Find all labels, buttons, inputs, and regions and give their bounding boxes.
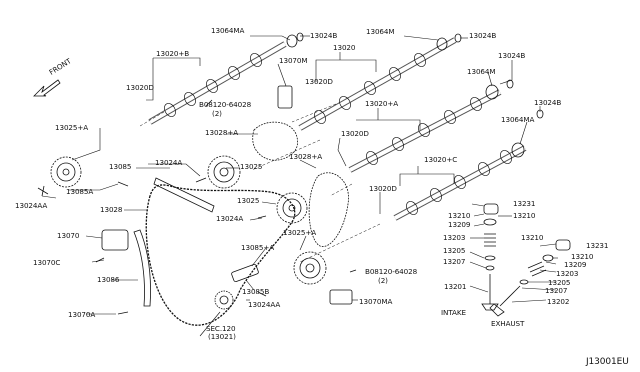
label-13070M: 13070M <box>279 56 308 65</box>
guide-13085B <box>231 264 259 282</box>
sprocket-left-vtc <box>207 155 241 189</box>
label-13025A-left: 13025+A <box>55 123 89 132</box>
sprocket-left-upper <box>50 156 82 188</box>
label-13024A-mid: 13024A <box>216 214 244 223</box>
label-13210-r: 13210 <box>521 233 544 242</box>
label-13020A: 13020+A <box>365 99 399 108</box>
label-13209-r: 13209 <box>564 260 587 269</box>
label-13028: 13028 <box>100 205 123 214</box>
label-13064M-top: 13064M <box>366 27 395 36</box>
label-13231: 13231 <box>513 199 536 208</box>
sec-ref-label: SEC.120 <box>206 324 236 333</box>
exhaust-label: EXHAUST <box>491 319 525 328</box>
camshaft-exhaust-right <box>393 145 527 221</box>
label-13020D-right: 13020D <box>341 129 369 138</box>
camshaft-intake-left <box>148 41 287 125</box>
label-13203-r: 13203 <box>556 269 579 278</box>
leader-lines <box>41 35 558 337</box>
label-13210-a: 13210 <box>448 211 471 220</box>
label-13210-r2: 13210 <box>571 252 594 261</box>
label-13028A-mid: 13028+A <box>289 152 323 161</box>
label-13020D-low: 13020D <box>369 184 397 193</box>
label-13024B-r2: 13024B <box>534 98 562 107</box>
label-13086: 13086 <box>97 275 120 284</box>
label-13070: 13070 <box>57 231 80 240</box>
sprocket-right-vtc <box>293 251 327 285</box>
label-13025-top: 13025 <box>240 162 263 171</box>
label-13070MA: 13070MA <box>359 297 393 306</box>
label-13085A-mid: 13085+A <box>241 243 275 252</box>
label-13020C: 13020+C <box>424 155 458 164</box>
label-13020D-left: 13020D <box>126 83 154 92</box>
tensioner-13070M <box>277 85 293 109</box>
label-13064M-r: 13064M <box>467 67 496 76</box>
label-13085: 13085 <box>109 162 132 171</box>
sprocket-right-upper <box>276 192 308 224</box>
label-13024A-top: 13024A <box>155 158 183 167</box>
label-13025-mid: 13025 <box>237 196 260 205</box>
label-13064MA-r: 13064MA <box>501 115 535 124</box>
label-13020B: 13020+B <box>156 49 190 58</box>
label-bolt1-qty: (2) <box>212 109 222 118</box>
label-13024B-r1: 13024B <box>498 51 526 60</box>
label-13024B-top-left: 13024B <box>310 31 338 40</box>
label-bolt2-qty: (2) <box>378 276 388 285</box>
timing-chain-left <box>252 121 298 161</box>
label-13210-b: 13210 <box>513 211 536 220</box>
label-13028A-top: 13028+A <box>205 128 239 137</box>
reference-dashes <box>139 103 381 263</box>
label-13207-a: 13207 <box>443 257 466 266</box>
sec-ref-sub-label: (13021) <box>208 332 236 341</box>
camshaft-intake-right <box>348 89 502 173</box>
label-13020: 13020 <box>333 43 356 52</box>
label-13085A: 13085A <box>66 187 94 196</box>
label-13202: 13202 <box>547 297 570 306</box>
label-13201: 13201 <box>444 282 467 291</box>
label-13064MA-top: 13064MA <box>211 26 245 35</box>
valve-intake-assembly <box>481 203 499 311</box>
label-13024AA-mid: 13024AA <box>248 300 281 309</box>
crank-sprocket <box>214 290 234 310</box>
label-bolt2-code: B08120-64028 <box>365 267 418 276</box>
tensioner-13070MA <box>329 289 353 305</box>
timing-chain-primary <box>145 184 296 326</box>
tensioner-13070 <box>101 229 129 251</box>
timing-chain-right <box>308 172 349 247</box>
diagram-code: J13001EU <box>586 357 629 367</box>
cam-lobes <box>164 53 512 215</box>
label-13205-r: 13205 <box>548 278 571 287</box>
label-13231-r: 13231 <box>586 241 609 250</box>
label-13025A-mid: 13025+A <box>283 228 317 237</box>
label-bolt1-code: B08120-64028 <box>199 100 252 109</box>
camshaft-exhaust-left <box>298 37 457 131</box>
front-arrow-icon <box>33 79 61 97</box>
label-13024B-top-right: 13024B <box>469 31 497 40</box>
label-13070C: 13070C <box>33 258 61 267</box>
label-13085B: 13085B <box>242 287 270 296</box>
label-13024AA-left: 13024AA <box>15 201 48 210</box>
valve-exhaust-assembly <box>489 239 571 317</box>
label-13070A: 13070A <box>68 310 96 319</box>
label-13203-a: 13203 <box>443 233 466 242</box>
label-13209-a: 13209 <box>448 220 471 229</box>
intake-label: INTAKE <box>441 308 466 317</box>
camshaft-caps <box>286 32 544 158</box>
label-13207-r: 13207 <box>545 286 568 295</box>
label-13020D-mid: 13020D <box>305 77 333 86</box>
slack-guide-13086 <box>133 229 151 307</box>
bolt-icons <box>37 99 357 315</box>
label-13205-a: 13205 <box>443 246 466 255</box>
chain-guide-13085 <box>153 177 215 213</box>
